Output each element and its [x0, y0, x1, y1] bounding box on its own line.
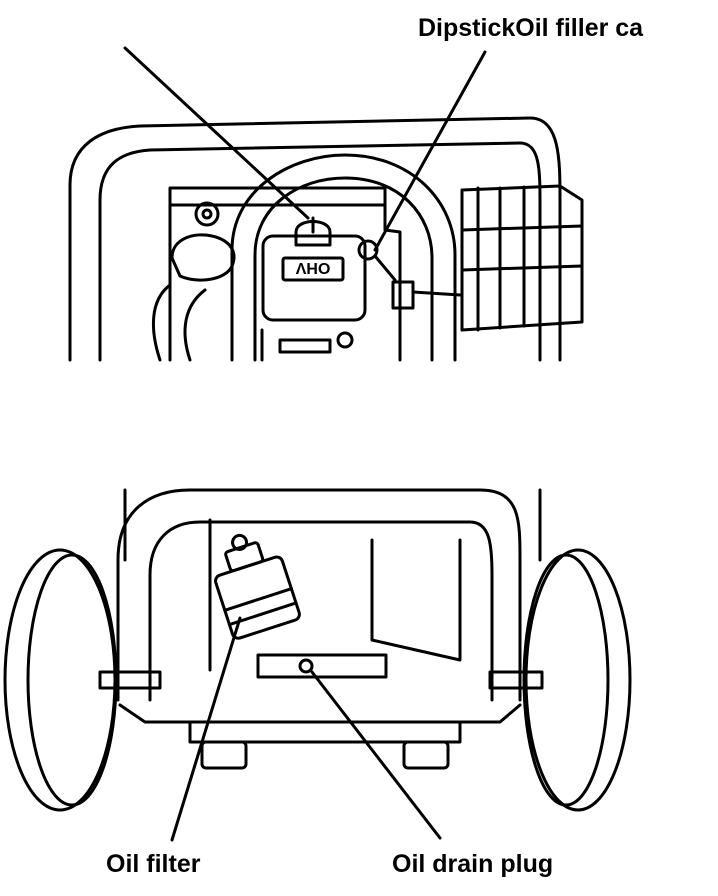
callout-oil-drain-plug: Oil drain plug	[392, 850, 554, 878]
cage-bar	[460, 264, 584, 272]
fuel-line	[411, 290, 462, 297]
crankcase-lower	[260, 328, 332, 362]
dipstick-tube	[373, 254, 397, 282]
engine-bottom-view	[3, 488, 632, 842]
axle-left	[98, 670, 162, 690]
wheel-right-inner	[522, 553, 610, 807]
leader-line-oil-filter	[170, 616, 242, 842]
mount-ear	[194, 201, 220, 227]
callout-dipstick-oil-filler-cap: DipstickOil filler ca	[418, 14, 644, 42]
dipstick-ring	[357, 239, 379, 261]
muffler-cage	[460, 184, 584, 332]
engine-top-view: OHV	[68, 46, 584, 362]
ohv-badge-plate	[281, 256, 345, 282]
oil-pan	[208, 518, 462, 672]
intake-hose-2	[183, 288, 207, 362]
frame-tube-top-inner	[98, 141, 542, 362]
oil-filter	[214, 533, 301, 640]
intake-hose	[151, 283, 172, 362]
wheel-left-inner	[26, 553, 118, 807]
rubber-foot-right	[402, 740, 450, 770]
wheel-right	[524, 548, 632, 812]
leader-line-dipstick	[373, 50, 487, 252]
cage-bar	[460, 224, 584, 232]
callout-oil-filter: Oil filter	[106, 850, 201, 878]
base-tray	[118, 703, 522, 724]
carburetor	[170, 233, 236, 282]
oil-drain-plug	[298, 658, 314, 674]
base-plate	[188, 720, 462, 744]
axle-right	[488, 670, 544, 690]
rocker-cover	[261, 234, 367, 322]
leader-line-oil-filler	[123, 46, 310, 220]
bolt-lower	[336, 331, 354, 349]
drain-bracket	[256, 653, 388, 679]
handle-loop-inner	[253, 176, 434, 362]
leader-line-oil-drain-plug	[310, 670, 442, 840]
ohv-badge-text: OHV	[295, 259, 330, 276]
frame-tube-top	[68, 116, 562, 362]
engine-block	[168, 186, 402, 362]
frame-tube-bottom-inner	[148, 520, 494, 702]
handle-loop-outer	[230, 153, 457, 362]
mount-bolt	[201, 208, 213, 220]
fitting-box	[391, 280, 415, 310]
frame-tube-bottom	[116, 488, 522, 702]
oil-filler-cap	[294, 220, 332, 247]
rubber-foot-left	[200, 740, 248, 770]
